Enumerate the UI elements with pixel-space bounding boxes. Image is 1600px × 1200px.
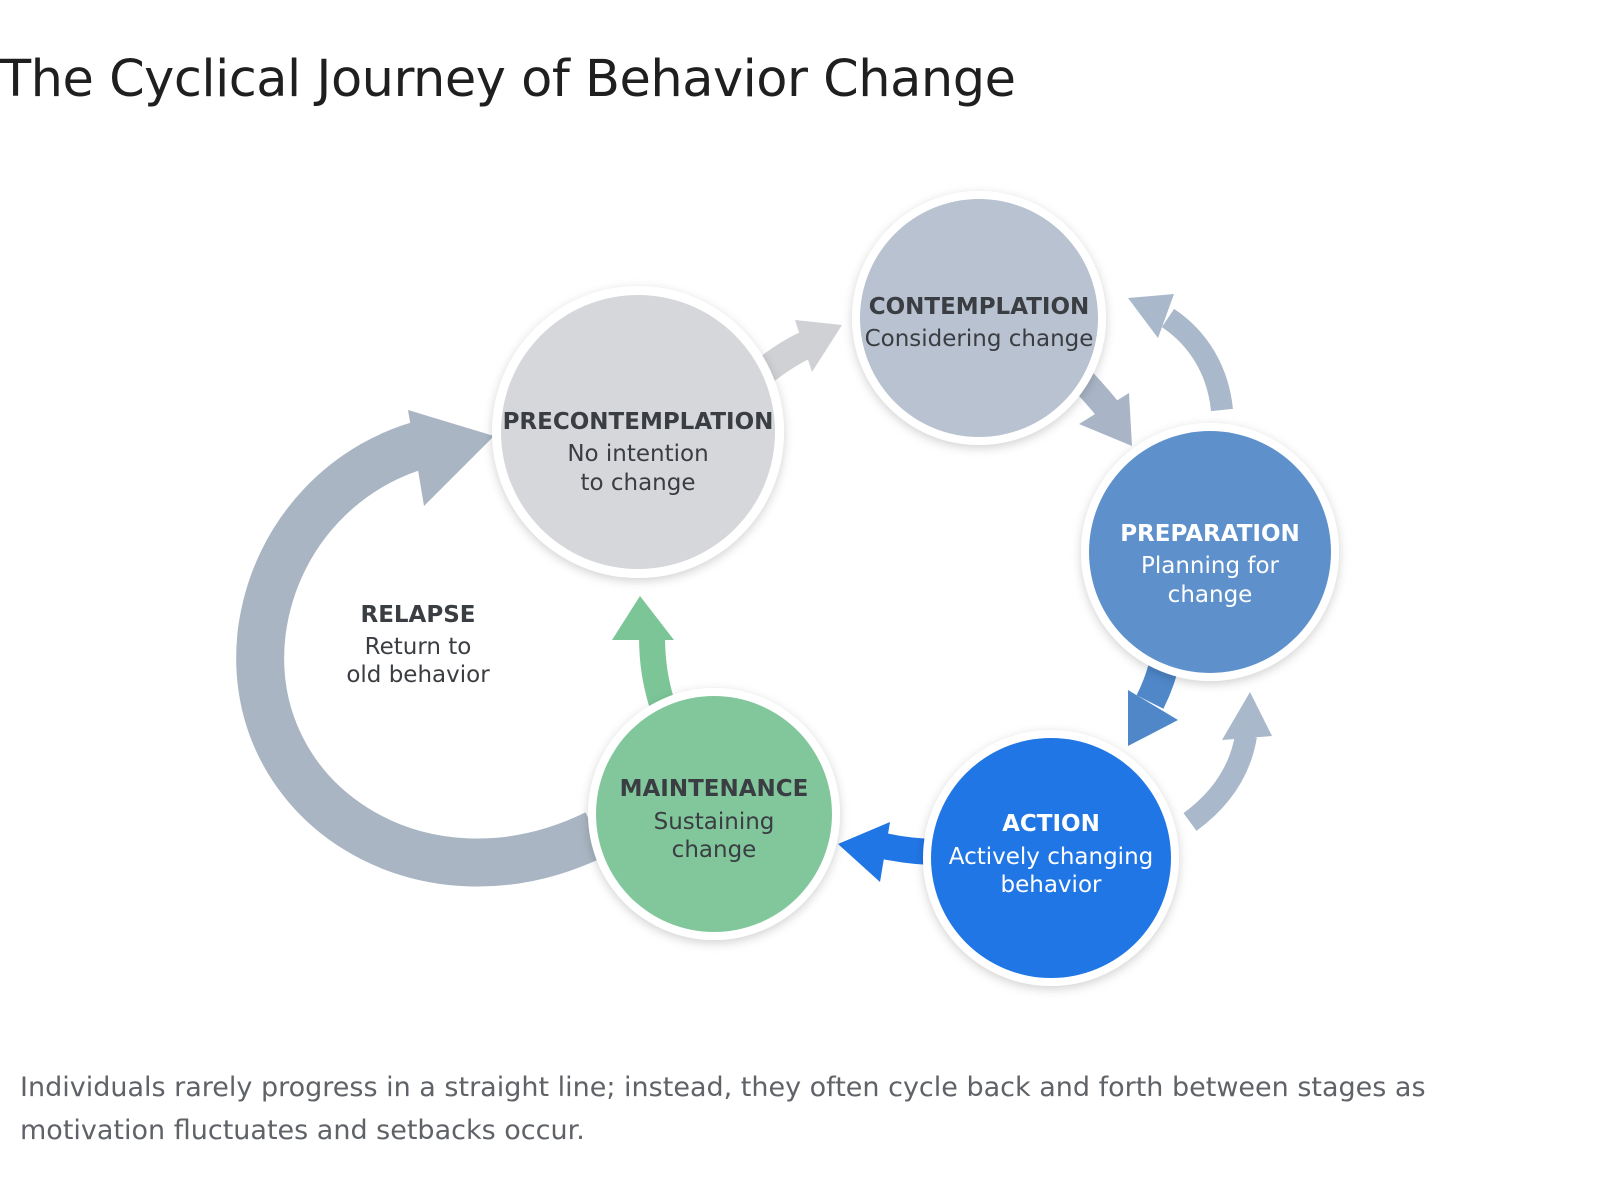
maintenance-to-precontemplation-arrow [612,596,675,708]
maintenance-arrow-shaft [639,635,675,708]
stage-preparation-name: PREPARATION [1120,521,1300,547]
stage-maintenance-desc-line1: Sustaining [654,809,775,835]
relapse-arrow-shaft [236,418,607,887]
stage-precontemplation-desc-line2: to change [580,470,695,496]
preparation-to-contemplation-arrow [1128,294,1233,412]
stage-action-name: ACTION [1002,811,1100,837]
stage-contemplation-desc-line1: Considering change [865,326,1094,352]
stage-action-desc-line1: Actively changing [949,844,1154,870]
contemplation-to-preparation-arrow [1068,366,1132,446]
relapse-desc-line2: old behavior [346,662,490,688]
maintenance-arrowhead [612,596,674,640]
stage-contemplation-name: CONTEMPLATION [869,294,1090,320]
stage-contemplation: CONTEMPLATION Considering change [852,191,1106,445]
stage-maintenance-name: MAINTENANCE [620,776,809,802]
stage-action-desc-line2: behavior [1001,872,1102,898]
prep-back-arrowhead [1128,294,1174,338]
action-to-preparation-arrow [1183,692,1272,831]
stage-preparation: PREPARATION Planning for change [1081,423,1339,681]
stage-action-fill [931,738,1171,978]
action-back-arrowhead [1222,692,1272,740]
stage-action: ACTION Actively changing behavior [923,730,1179,986]
relapse-label: RELAPSE Return to old behavior [346,602,490,688]
stage-precontemplation: PRECONTEMPLATION No intention to change [492,286,784,578]
stage-maintenance-fill [596,696,832,932]
stage-maintenance: MAINTENANCE Sustaining change [588,688,840,940]
relapse-arrowhead [408,410,494,506]
precon-arrowhead [795,320,842,372]
caption: Individuals rarely progress in a straigh… [20,1072,1426,1146]
relapse-name: RELAPSE [360,602,475,628]
stages-of-change-diagram: PRECONTEMPLATION No intention to change … [236,191,1339,986]
page-title: The Cyclical Journey of Behavior Change [0,50,1016,109]
prep-arrowhead [1128,690,1178,746]
stage-preparation-desc-line1: Planning for [1141,553,1280,579]
prep-back-arrow-shaft [1161,308,1233,412]
action-arrowhead [838,822,890,882]
relapse-desc-line1: Return to [365,634,472,660]
con-arrowhead [1079,393,1132,446]
action-to-maintenance-arrow [838,822,939,882]
stage-precontemplation-fill [501,295,775,569]
stage-preparation-desc-line2: change [1168,582,1253,608]
stage-contemplation-fill [860,199,1098,437]
action-back-arrow-shaft [1183,733,1257,831]
relapse-arrow [236,410,607,887]
stage-maintenance-desc-line2: change [672,837,757,863]
stage-preparation-fill [1089,431,1331,673]
stage-precontemplation-name: PRECONTEMPLATION [503,409,774,435]
stage-precontemplation-desc-line1: No intention [567,441,708,467]
